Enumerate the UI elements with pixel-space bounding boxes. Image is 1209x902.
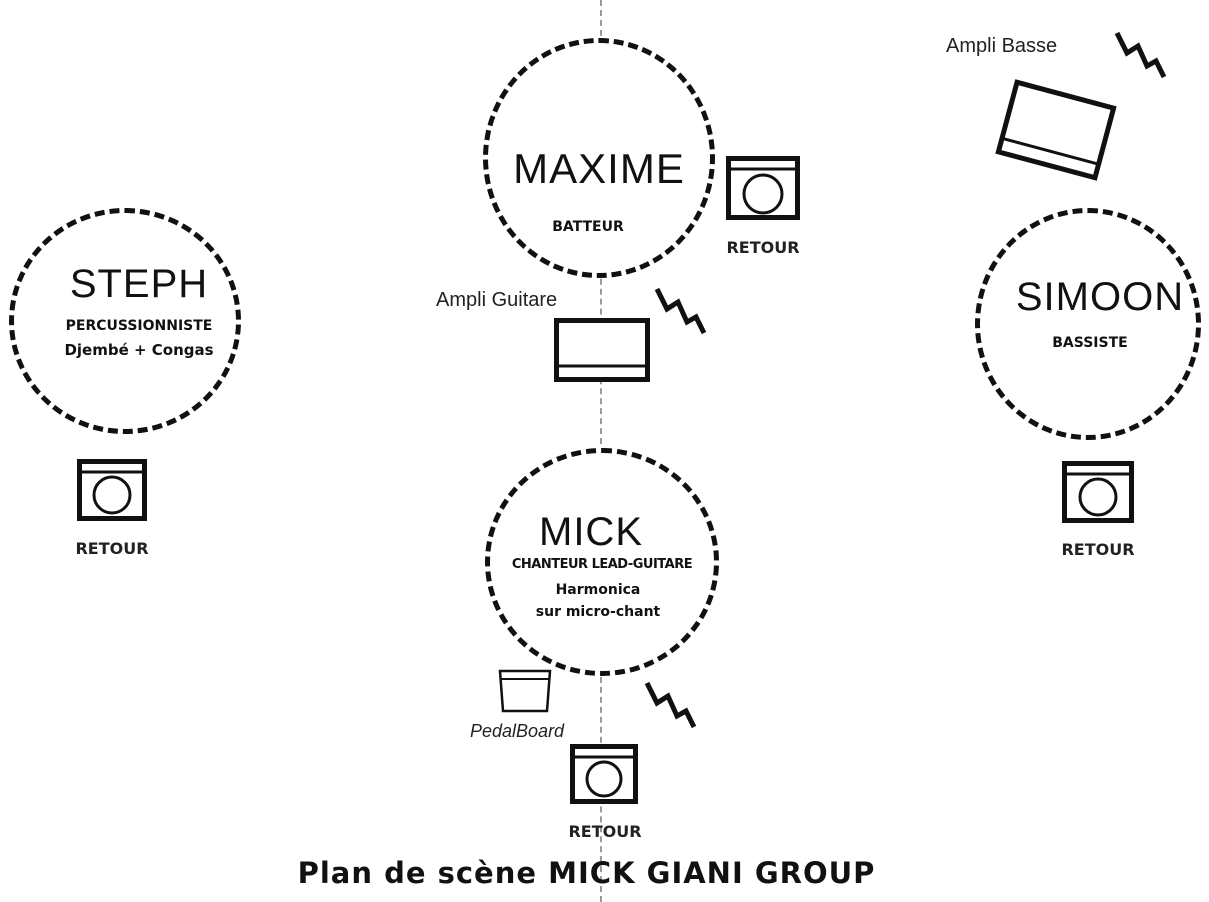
monitor-wedge-icon xyxy=(77,459,147,521)
monitor-wedge-icon xyxy=(570,744,638,804)
label-ampli-basse: Ampli Basse xyxy=(946,35,1058,57)
power-lightning-icon xyxy=(1114,31,1167,79)
monitor-label-simoon: RETOUR xyxy=(1061,540,1135,559)
musician-name-mick: MICK xyxy=(539,510,643,554)
musician-detail-steph: Djembé + Congas xyxy=(64,341,214,359)
musician-circle-mick xyxy=(485,448,719,676)
musician-circle-steph xyxy=(9,208,241,434)
musician-detail-mick-1: Harmonica xyxy=(555,582,641,598)
musician-role-steph: PERCUSSIONNISTE xyxy=(65,318,213,334)
page-title: Plan de scène MICK GIANI GROUP xyxy=(297,856,876,890)
musician-name-steph: STEPH xyxy=(69,262,209,306)
amplifier-icon xyxy=(554,318,650,382)
musician-name-simoon: SIMOON xyxy=(1015,275,1185,319)
label-pedalboard: PedalBoard xyxy=(470,721,565,741)
amplifier-icon xyxy=(995,79,1117,181)
monitor-label-mick: RETOUR xyxy=(568,822,642,841)
power-lightning-icon xyxy=(644,681,697,729)
musician-circle-simoon xyxy=(975,208,1201,440)
monitor-label-maxime: RETOUR xyxy=(726,238,800,257)
pedalboard-icon xyxy=(498,669,552,713)
monitor-label-steph: RETOUR xyxy=(75,539,149,558)
musician-circle-maxime xyxy=(483,38,715,278)
musician-name-maxime: MAXIME xyxy=(513,145,685,192)
musician-role-maxime: BATTEUR xyxy=(552,219,624,235)
musician-role-simoon: BASSISTE xyxy=(1052,335,1128,351)
musician-detail-mick-2: sur micro-chant xyxy=(535,604,661,620)
monitor-wedge-icon xyxy=(1062,461,1134,523)
label-ampli-guitare: Ampli Guitare xyxy=(436,289,558,311)
musician-role-mick: CHANTEUR LEAD-GUITARE xyxy=(511,557,693,572)
monitor-wedge-icon xyxy=(726,156,800,220)
power-lightning-icon xyxy=(654,287,707,335)
